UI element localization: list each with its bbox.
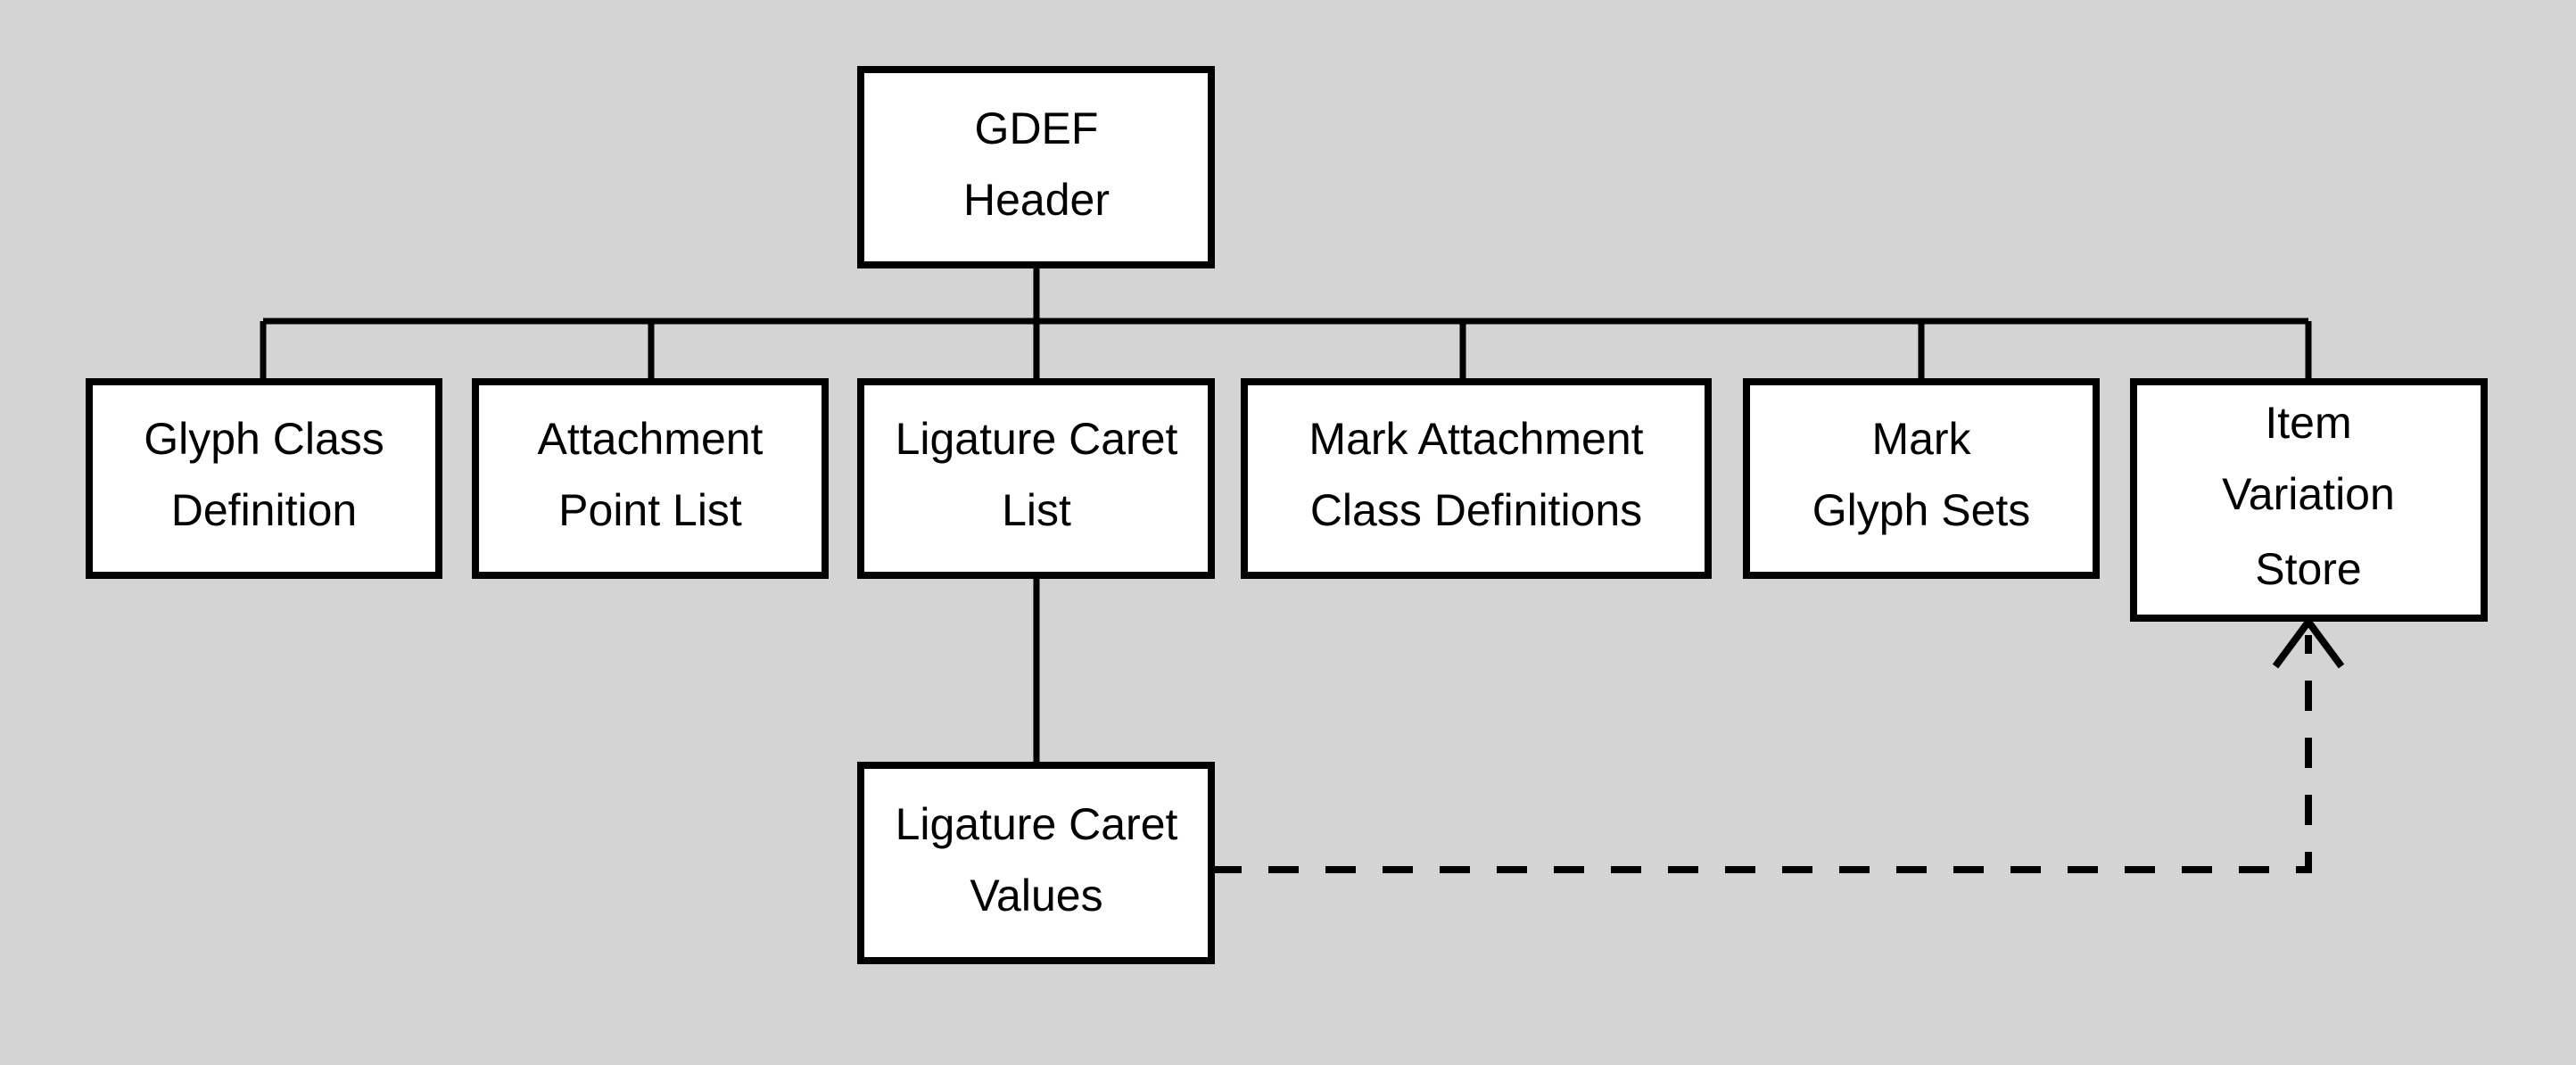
node-mark-glyph-sets[interactable]: Mark Glyph Sets bbox=[1743, 378, 2100, 579]
node-attachment-point-list-label-line2: Point List bbox=[558, 485, 742, 535]
node-attachment-point-list-label-line1: Attachment bbox=[538, 414, 764, 464]
node-item-variation-store[interactable]: Item Variation Store bbox=[2130, 378, 2488, 622]
node-gdef-header[interactable]: GDEF Header bbox=[857, 66, 1215, 268]
node-gdef-header-box[interactable] bbox=[857, 66, 1215, 268]
node-glyph-class-definition-label-line1: Glyph Class bbox=[144, 414, 384, 464]
node-mark-attachment-class-definitions[interactable]: Mark Attachment Class Definitions bbox=[1241, 378, 1712, 579]
node-ligature-caret-values-label-line1: Ligature Caret bbox=[896, 799, 1178, 849]
node-glyph-class-definition-label-line2: Definition bbox=[171, 485, 357, 535]
node-gdef-header-label-line1: GDEF bbox=[975, 103, 1099, 153]
node-mark-glyph-sets-label-line2: Glyph Sets bbox=[1812, 485, 2031, 535]
connector-dashed-values-to-item-variation-store bbox=[1211, 635, 2312, 873]
node-attachment-point-list-box[interactable] bbox=[472, 378, 829, 579]
node-mark-attachment-class-definitions-box[interactable] bbox=[1241, 378, 1712, 579]
node-mark-attachment-class-definitions-label-line2: Class Definitions bbox=[1310, 485, 1642, 535]
node-ligature-caret-values[interactable]: Ligature Caret Values bbox=[857, 762, 1215, 964]
node-ligature-caret-list[interactable]: Ligature Caret List bbox=[857, 378, 1215, 579]
node-item-variation-store-label-line1: Item bbox=[2265, 398, 2351, 448]
node-mark-attachment-class-definitions-label-line1: Mark Attachment bbox=[1309, 414, 1643, 464]
node-item-variation-store-label-line2: Variation bbox=[2222, 469, 2395, 519]
node-ligature-caret-values-box[interactable] bbox=[857, 762, 1215, 964]
node-mark-glyph-sets-label-line1: Mark bbox=[1871, 414, 1971, 464]
node-glyph-class-definition[interactable]: Glyph Class Definition bbox=[86, 378, 442, 579]
node-gdef-header-label-line2: Header bbox=[963, 175, 1110, 225]
node-item-variation-store-box[interactable] bbox=[2130, 378, 2488, 622]
node-ligature-caret-list-label-line2: List bbox=[1002, 485, 1071, 535]
node-glyph-class-definition-box[interactable] bbox=[86, 378, 442, 579]
node-ligature-caret-list-label-line1: Ligature Caret bbox=[896, 414, 1178, 464]
node-ligature-caret-list-box[interactable] bbox=[857, 378, 1215, 579]
node-ligature-caret-values-label-line2: Values bbox=[970, 871, 1102, 921]
node-attachment-point-list[interactable]: Attachment Point List bbox=[472, 378, 829, 579]
node-mark-glyph-sets-box[interactable] bbox=[1743, 378, 2100, 579]
node-item-variation-store-label-line3: Store bbox=[2255, 544, 2362, 594]
